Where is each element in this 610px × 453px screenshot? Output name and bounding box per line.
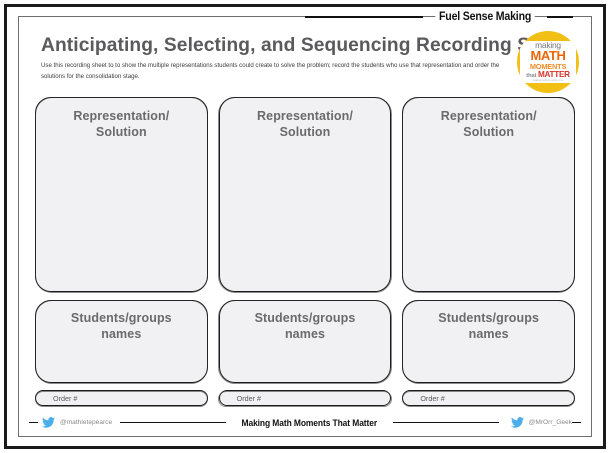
representation-label: Representation/Solution — [73, 109, 170, 139]
logo-line-that-matter: that MATTER — [526, 69, 570, 80]
footer-handle-right[interactable]: @MrOrr_Geek — [528, 418, 572, 426]
logo-url: makingmathmoments.com — [532, 79, 564, 83]
representation-box-1[interactable]: Representation/Solution — [34, 97, 208, 293]
footer-rule-left — [120, 421, 227, 423]
logo-line-math: MATH — [530, 47, 566, 63]
worksheet-page: Fuel Sense Making Anticipating, Selectin… — [4, 4, 606, 449]
twitter-icon-right[interactable] — [510, 416, 524, 428]
order-label: Order # — [236, 393, 262, 403]
order-label: Order # — [420, 393, 445, 403]
page-title: Anticipating, Selecting, and Sequencing … — [41, 35, 570, 56]
order-field-1[interactable]: Order # — [34, 390, 208, 407]
logo-line-making: making — [535, 40, 561, 51]
representation-box-3[interactable]: Representation/Solution — [402, 97, 576, 293]
representation-label: Representation/Solution — [257, 109, 353, 139]
footer-brand-text: Making Math Moments That Matter — [241, 416, 378, 428]
order-field-2[interactable]: Order # — [218, 390, 392, 407]
footer: @mathletepearce Making Math Moments That… — [29, 412, 581, 432]
footer-rule-right — [392, 421, 499, 423]
making-math-moments-logo: making MATH MOMENTS that MATTER makingma… — [517, 31, 579, 93]
header: Anticipating, Selecting, and Sequencing … — [19, 17, 591, 95]
footer-cap-left — [29, 421, 38, 423]
worksheet-inner-frame: Fuel Sense Making Anticipating, Selectin… — [18, 11, 592, 437]
logo-inner-panel: making MATH MOMENTS that MATTER makingma… — [520, 41, 576, 83]
representation-box-2[interactable]: Representation/Solution — [218, 97, 392, 293]
order-label: Order # — [53, 393, 78, 403]
page-subtitle: Use this recording sheet to to show the … — [41, 62, 500, 80]
logo-line-moments: MOMENTS — [529, 61, 567, 71]
order-field-3[interactable]: Order # — [402, 390, 576, 407]
representation-label: Representation/Solution — [440, 109, 537, 139]
twitter-icon-left[interactable] — [42, 416, 55, 428]
logo-word-that: that — [526, 72, 537, 79]
footer-handle-left[interactable]: @mathletepearce — [60, 418, 113, 426]
logo-word-matter: MATTER — [538, 69, 570, 79]
footer-cap-right — [572, 421, 581, 423]
